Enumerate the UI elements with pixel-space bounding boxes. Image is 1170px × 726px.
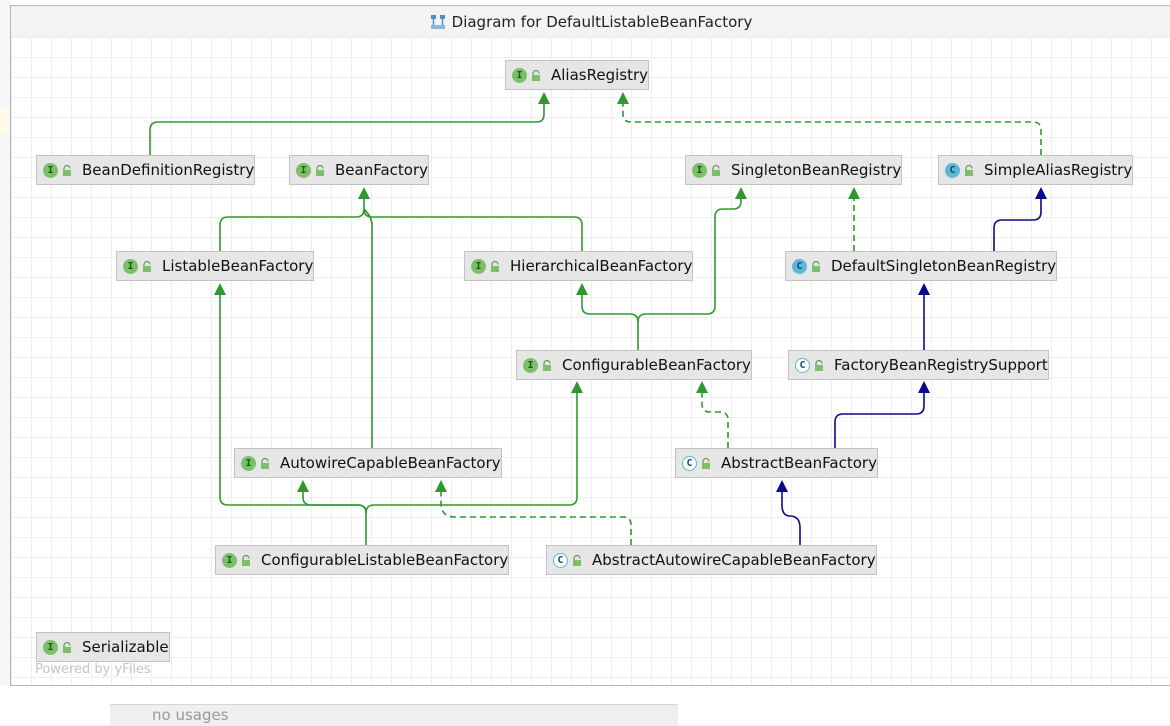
diagram-icon bbox=[430, 14, 445, 29]
node-label: BeanFactory bbox=[335, 161, 429, 179]
node-label: AbstractBeanFactory bbox=[721, 454, 877, 472]
public-lock-icon bbox=[815, 359, 823, 371]
arrowhead-configurablebeanfactory-left bbox=[571, 381, 583, 393]
node-configurablelistablebeanfactory[interactable]: I ConfigurableListableBeanFactory bbox=[215, 545, 510, 575]
class-icon: C bbox=[945, 162, 960, 178]
arrowhead-defaultsingletonbeanregistry bbox=[918, 283, 930, 295]
edge-abstractbeanfactory-factorybeanregistrysupport bbox=[834, 383, 925, 448]
node-simplealiasregistry[interactable]: C SimpleAliasRegistry bbox=[938, 155, 1134, 185]
node-autowirecapablebeanfactory[interactable]: I AutowireCapableBeanFactory bbox=[234, 448, 502, 478]
node-abstractautowirecapablebeanfactory[interactable]: C AbstractAutowireCapableBeanFactory bbox=[546, 545, 877, 575]
node-label: ListableBeanFactory bbox=[162, 257, 314, 275]
public-lock-icon bbox=[543, 359, 551, 371]
node-label: AliasRegistry bbox=[551, 66, 649, 84]
node-label: SimpleAliasRegistry bbox=[984, 161, 1133, 179]
interface-icon: I bbox=[43, 639, 58, 655]
node-label: ConfigurableBeanFactory bbox=[562, 356, 751, 374]
node-beandefinitionregistry[interactable]: I BeanDefinitionRegistry bbox=[36, 155, 256, 185]
public-lock-icon bbox=[316, 164, 324, 176]
interface-icon: I bbox=[222, 552, 237, 568]
public-lock-icon bbox=[143, 260, 151, 272]
node-label: ConfigurableListableBeanFactory bbox=[261, 551, 509, 569]
edge-simplealiasregistry-aliasregistry bbox=[622, 94, 1042, 155]
abstract-class-icon: C bbox=[795, 357, 810, 373]
arrowhead-aliasregistry-left bbox=[538, 92, 550, 104]
node-abstractbeanfactory[interactable]: C AbstractBeanFactory bbox=[675, 448, 878, 478]
public-lock-icon bbox=[491, 260, 499, 272]
edge-configurablelistable-autowirecapable bbox=[302, 482, 367, 514]
public-lock-icon bbox=[712, 164, 720, 176]
edge-abstractautowire-abstractbeanfactory bbox=[781, 482, 801, 545]
interface-icon: I bbox=[241, 455, 256, 471]
interface-icon: I bbox=[471, 258, 486, 274]
node-label: DefaultSingletonBeanRegistry bbox=[831, 257, 1057, 275]
abstract-class-icon: C bbox=[682, 455, 697, 471]
class-icon: C bbox=[792, 258, 807, 274]
arrowhead-singletonbeanregistry-right bbox=[848, 187, 860, 199]
interface-icon: I bbox=[523, 357, 538, 373]
node-label: AbstractAutowireCapableBeanFactory bbox=[592, 551, 876, 569]
node-configurablebeanfactory[interactable]: I ConfigurableBeanFactory bbox=[516, 350, 752, 380]
arrowhead-simplealiasregistry bbox=[1035, 187, 1047, 199]
arrowhead-listablebeanfactory bbox=[214, 283, 226, 295]
node-singletonbeanregistry[interactable]: I SingletonBeanRegistry bbox=[685, 155, 903, 185]
public-lock-icon bbox=[63, 164, 71, 176]
arrowhead-autowirecapable-left bbox=[297, 480, 309, 492]
arrowheads bbox=[214, 92, 1047, 492]
editor-gutter bbox=[0, 0, 10, 725]
node-hierarchicalbeanfactory[interactable]: I HierarchicalBeanFactory bbox=[464, 251, 694, 281]
node-label: Serializable bbox=[82, 638, 169, 656]
node-aliasregistry[interactable]: I AliasRegistry bbox=[505, 60, 650, 90]
node-label: SingletonBeanRegistry bbox=[731, 161, 902, 179]
arrowhead-autowirecapable-right bbox=[435, 480, 447, 492]
edge-hierarchicalbeanfactory-beanfactory bbox=[363, 208, 583, 251]
edge-configurablelistable-listable bbox=[219, 285, 367, 545]
edge-autowirecapablebeanfactory-beanfactory bbox=[363, 208, 373, 448]
public-lock-icon bbox=[702, 457, 710, 469]
interface-icon: I bbox=[296, 162, 311, 178]
public-lock-icon bbox=[573, 554, 581, 566]
interface-icon: I bbox=[43, 162, 58, 178]
edge-abstractbeanfactory-configurablebeanfactory bbox=[701, 383, 729, 448]
edge-beandefinitionregistry-aliasregistry bbox=[149, 94, 545, 155]
arrowhead-abstractbeanfactory bbox=[776, 480, 788, 492]
edge-abstractautowire-autowirecapable bbox=[440, 482, 632, 545]
usages-hint: no usages bbox=[110, 704, 678, 726]
interface-icon: I bbox=[512, 67, 527, 83]
arrowhead-beanfactory bbox=[358, 187, 370, 199]
public-lock-icon bbox=[63, 641, 71, 653]
arrowhead-configurablebeanfactory-right bbox=[696, 381, 708, 393]
arrowhead-aliasregistry-right bbox=[617, 92, 629, 104]
node-serializable[interactable]: I Serializable bbox=[36, 632, 170, 662]
interface-icon: I bbox=[123, 258, 138, 274]
arrowhead-factorybeanregistrysupport bbox=[918, 381, 930, 393]
public-lock-icon bbox=[261, 457, 269, 469]
edge-listablebeanfactory-beanfactory bbox=[219, 189, 365, 251]
gutter-highlight bbox=[0, 108, 8, 134]
node-beanfactory[interactable]: I BeanFactory bbox=[289, 155, 430, 185]
node-defaultsingletonbeanregistry[interactable]: C DefaultSingletonBeanRegistry bbox=[785, 251, 1058, 281]
edge-configurablebeanfactory-hierarchicalbeanfactory bbox=[581, 285, 639, 350]
interface-icon: I bbox=[692, 162, 707, 178]
public-lock-icon bbox=[242, 554, 250, 566]
abstract-class-icon: C bbox=[553, 552, 568, 568]
arrowhead-hierarchicalbeanfactory bbox=[576, 283, 588, 295]
node-factorybeanregistrysupport[interactable]: C FactoryBeanRegistrySupport bbox=[788, 350, 1049, 380]
powered-by-watermark: Powered by yFiles bbox=[35, 662, 151, 677]
edge-configurablebeanfactory-singletonbeanregistry bbox=[637, 189, 742, 323]
node-label: FactoryBeanRegistrySupport bbox=[834, 356, 1048, 374]
node-listablebeanfactory[interactable]: I ListableBeanFactory bbox=[116, 251, 315, 281]
node-label: AutowireCapableBeanFactory bbox=[280, 454, 501, 472]
node-label: BeanDefinitionRegistry bbox=[82, 161, 255, 179]
arrowhead-singletonbeanregistry-left bbox=[735, 187, 747, 199]
edge-configurablelistable-configurable bbox=[365, 383, 578, 514]
public-lock-icon bbox=[532, 69, 540, 81]
node-label: HierarchicalBeanFactory bbox=[510, 257, 693, 275]
public-lock-icon bbox=[812, 260, 820, 272]
edge-defaultsingletonbeanregistry-simplealiasregistry bbox=[993, 189, 1042, 251]
diagram-title: Diagram for DefaultListableBeanFactory bbox=[451, 12, 753, 31]
public-lock-icon bbox=[965, 164, 973, 176]
